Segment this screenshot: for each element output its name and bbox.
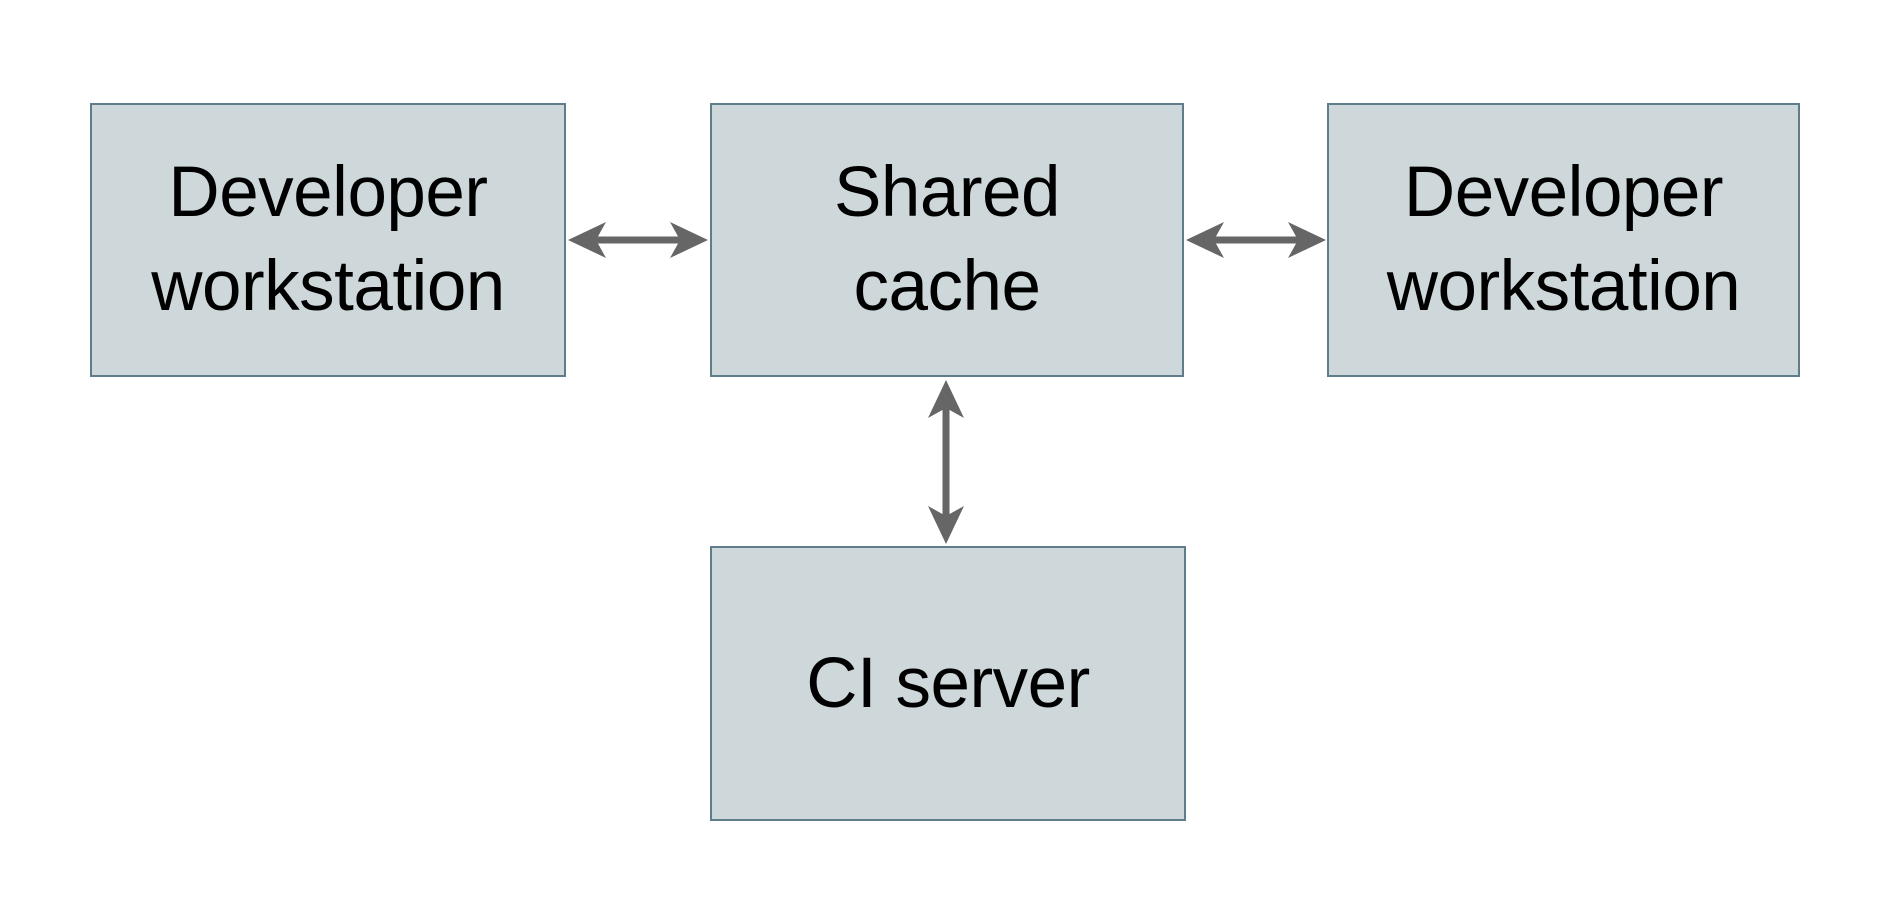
arrow-shared-cache-ci-server [928, 380, 964, 544]
node-developer-workstation-left: Developer workstation [90, 103, 566, 377]
node-label-line: cache [853, 247, 1041, 326]
arrowhead-right-icon [670, 222, 708, 258]
arrowhead-up-icon [928, 380, 964, 418]
node-developer-workstation-right: Developer workstation [1327, 103, 1800, 377]
node-label-line: Developer [168, 153, 488, 232]
node-shared-cache: Shared cache [710, 103, 1184, 377]
node-label-line: CI server [806, 643, 1090, 723]
arrowhead-left-icon [1186, 222, 1224, 258]
node-label-line: workstation [1386, 247, 1741, 326]
arrowhead-right-icon [1288, 222, 1326, 258]
arrowhead-down-icon [928, 506, 964, 544]
node-label-line: Developer [1403, 153, 1724, 232]
node-label-line: workstation [151, 247, 505, 326]
arrow-shared-cache-dev-right [1186, 222, 1326, 258]
arrow-dev-left-shared-cache [568, 222, 708, 258]
node-ci-server: CI server [710, 546, 1186, 821]
arrowhead-left-icon [568, 222, 606, 258]
node-label-line: Shared [834, 153, 1060, 232]
